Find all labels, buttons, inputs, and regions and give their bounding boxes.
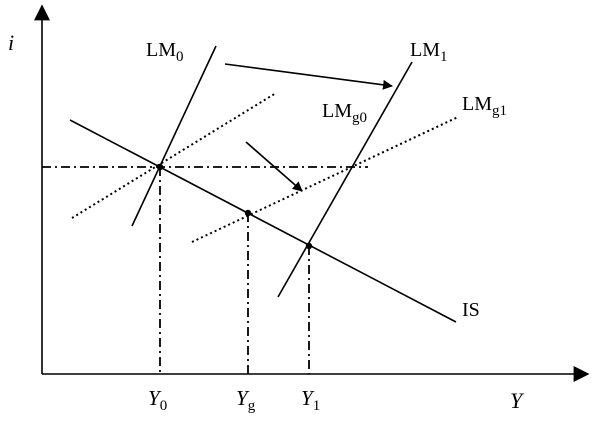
y1-tick-sub: 1 (313, 398, 321, 414)
equilibrium-point-e0 (156, 163, 164, 171)
lmg0-label-main: LM (322, 100, 352, 122)
lm1-curve (277, 61, 413, 298)
lmg1-curve (191, 116, 459, 243)
lmg1-label-sub: g1 (492, 103, 507, 119)
equilibrium-point-e1 (305, 242, 313, 250)
lm0-label: LM0 (146, 39, 184, 65)
lm0-label-main: LM (146, 39, 176, 61)
y1-tick-label: Y1 (301, 386, 320, 414)
yg-tick-label: Yg (236, 386, 256, 414)
y0-tick-label: Y0 (148, 386, 167, 414)
y0-tick-main: Y (148, 386, 162, 410)
is-curve (69, 119, 457, 323)
lmg1-label-main: LM (462, 93, 492, 115)
lm0-curve (131, 45, 217, 227)
equilibrium-point-eg (244, 209, 252, 217)
is-label: IS (462, 299, 480, 321)
lmg0-label-sub: g0 (352, 110, 367, 126)
lmg0-curve (71, 92, 277, 219)
lm1-label-main: LM (410, 39, 440, 61)
lm-shift-arrow (224, 63, 393, 90)
yg-tick-main: Y (236, 386, 250, 410)
x-axis-label: Y (510, 388, 525, 413)
lm1-label: LM1 (410, 39, 448, 65)
y1-tick-main: Y (301, 386, 315, 410)
y-axis-label: i (8, 30, 14, 55)
lm1-label-sub: 1 (440, 49, 448, 65)
lmg0-label: LMg0 (322, 100, 367, 126)
lmg1-label: LMg1 (462, 93, 507, 119)
y0-tick-sub: 0 (160, 398, 168, 414)
lm0-label-sub: 0 (176, 49, 184, 65)
yg-tick-sub: g (248, 398, 256, 414)
